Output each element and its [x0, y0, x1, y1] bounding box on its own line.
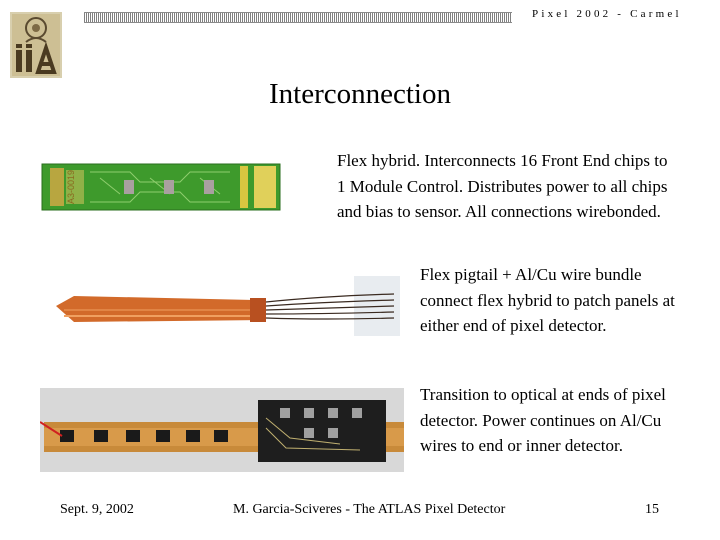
- slide-title: Interconnection: [0, 78, 720, 111]
- footer-date: Sept. 9, 2002: [60, 502, 134, 517]
- slide-title-text: Interconnection: [269, 78, 451, 110]
- hybrid-serial-label: A3-0019: [66, 170, 76, 204]
- institute-logo: [10, 12, 62, 78]
- conference-tag: Pixel 2002 - Carmel: [532, 8, 682, 20]
- page-number: 15: [645, 502, 659, 517]
- footer-author: M. Garcia-Sciveres - The ATLAS Pixel Det…: [233, 502, 506, 517]
- optical-transition-description: Transition to optical at ends of pixel d…: [420, 385, 666, 455]
- flex-pigtail-description: Flex pigtail + Al/Cu wire bundle connect…: [420, 265, 675, 335]
- optical-transition-photo: [39, 388, 404, 472]
- flex-hybrid-description: Flex hybrid. Interconnects 16 Front End …: [337, 151, 668, 221]
- flex-hybrid-photo: A3-0019: [40, 158, 284, 216]
- flex-pigtail-photo: [54, 276, 400, 336]
- header-pattern-band: [84, 12, 512, 23]
